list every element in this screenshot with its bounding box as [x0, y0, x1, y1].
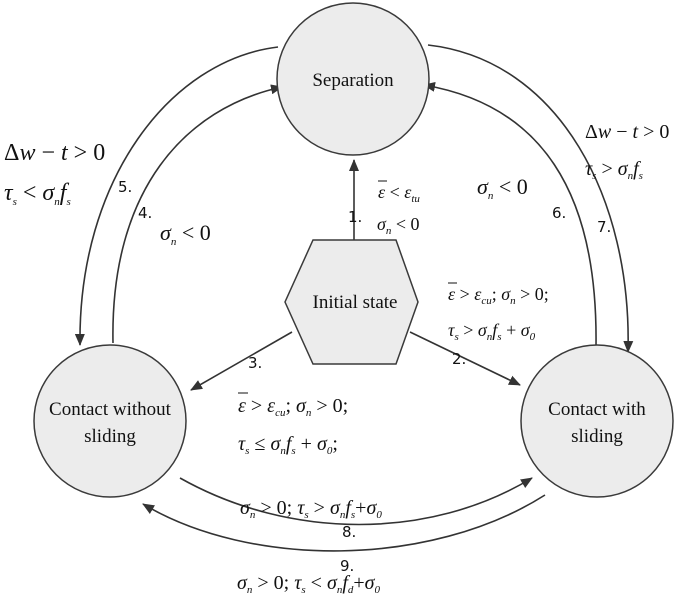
step-7: 7.: [597, 218, 611, 236]
arrow-2: [409, 331, 521, 386]
node-initial-state: Initial state: [284, 239, 419, 365]
separation-label: Separation: [312, 70, 394, 91]
condition-6: σn < 0: [477, 174, 528, 202]
step-8: 8.: [342, 523, 356, 541]
arrow-3: [190, 331, 293, 391]
arrow-5: [74, 46, 279, 346]
svg-text:σn < 0: σn < 0: [160, 220, 211, 248]
arrow-9: [142, 494, 546, 552]
step-2: 2.: [452, 350, 466, 368]
step-3: 3.: [248, 354, 262, 372]
condition-1: ε < εtu σn < 0: [377, 180, 420, 237]
svg-text:τs < σnfs: τs < σnfs: [4, 180, 71, 208]
node-contact-without-sliding: Contact without sliding: [33, 344, 187, 498]
step-1: 1.: [348, 208, 362, 226]
svg-text:ε > εcu; σn > 0;: ε > εcu; σn > 0;: [238, 395, 348, 419]
step-5: 5.: [118, 178, 132, 196]
condition-4: σn < 0: [160, 220, 211, 248]
arrow-8: [179, 477, 533, 526]
svg-text:ε > εcu; σn > 0;: ε > εcu; σn > 0;: [448, 284, 549, 307]
condition-9: σn > 0; τs < σnfd+σ0: [237, 572, 381, 596]
node-separation: Separation: [276, 2, 430, 156]
initial-state-label: Initial state: [313, 292, 398, 313]
contact-without-label-1: Contact without: [49, 399, 172, 420]
svg-text:ε < εtu: ε < εtu: [378, 182, 420, 205]
svg-text:τs > σnfs + σ0: τs > σnfs + σ0: [448, 320, 536, 343]
condition-2: ε > εcu; σn > 0; τs > σnfs + σ0: [448, 282, 549, 343]
svg-text:Δw − t > 0: Δw − t > 0: [4, 140, 105, 166]
svg-text:τs > σnfs: τs > σnfs: [585, 158, 643, 182]
step-9: 9.: [340, 557, 354, 575]
condition-8: σn > 0; τs > σnfs+σ0: [240, 497, 382, 521]
arrow-6: [423, 81, 597, 347]
condition-5: Δw − t > 0 τs < σnfs: [4, 140, 105, 208]
condition-3: ε > εcu; σn > 0; τs ≤ σnfs + σ0;: [238, 392, 348, 457]
arrow-7: [427, 44, 634, 353]
step-6: 6.: [552, 204, 566, 222]
condition-7: Δw − t > 0 τs > σnfs: [585, 121, 669, 182]
svg-text:Δw − t > 0: Δw − t > 0: [585, 121, 669, 143]
node-contact-with-sliding: Contact with sliding: [520, 344, 674, 498]
contact-without-label-2: sliding: [84, 426, 136, 447]
contact-with-label-2: sliding: [571, 426, 623, 447]
svg-text:σn > 0; τs < σnfd+σ0: σn > 0; τs < σnfd+σ0: [237, 572, 381, 596]
arrow-4: [112, 84, 283, 344]
contact-with-label-1: Contact with: [548, 399, 646, 420]
step-4: 4.: [138, 204, 152, 222]
svg-text:σn < 0: σn < 0: [477, 174, 528, 202]
svg-text:σn > 0; τs > σnfs+σ0: σn > 0; τs > σnfs+σ0: [240, 497, 382, 521]
svg-text:τs ≤ σnfs + σ0;: τs ≤ σnfs + σ0;: [238, 433, 338, 457]
svg-text:σn < 0: σn < 0: [377, 214, 420, 237]
